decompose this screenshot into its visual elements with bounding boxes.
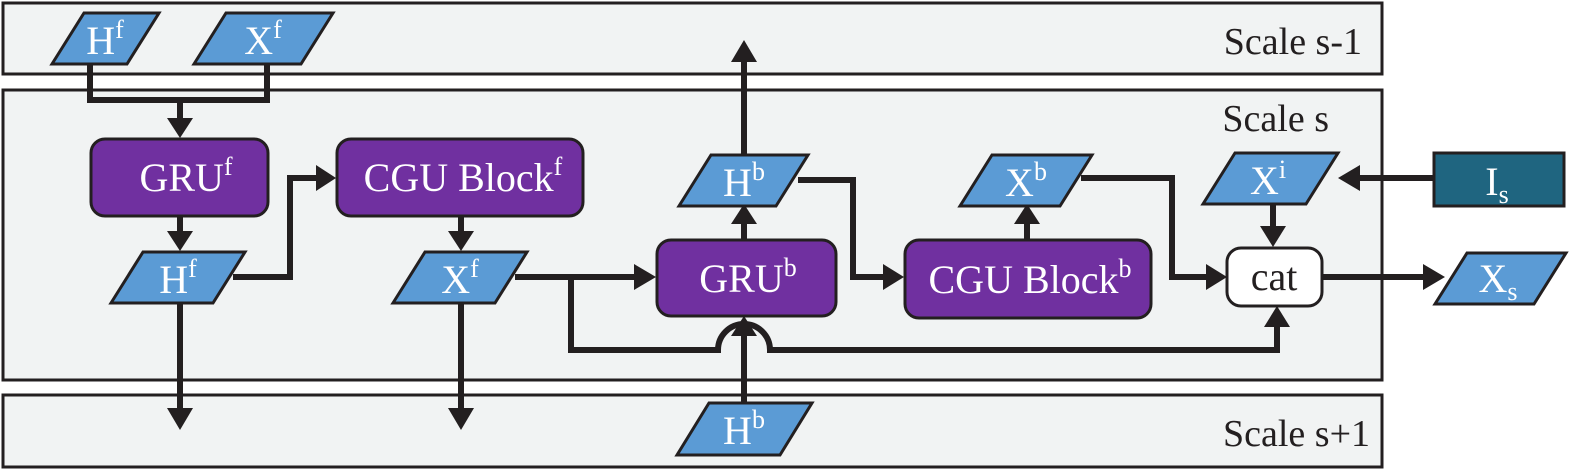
node-is: Is xyxy=(1432,151,1566,209)
node-hf-top: Hf xyxy=(49,11,162,66)
wire-hf-to-cgu-f xyxy=(233,175,318,280)
scale-current-panel xyxy=(1,88,1384,382)
svg-text:Hb: Hb xyxy=(723,405,765,453)
connections xyxy=(87,40,1445,430)
svg-text:Xi: Xi xyxy=(1250,155,1286,203)
arrowhead-cat-left xyxy=(1206,264,1227,290)
node-hb-bottom: Hb xyxy=(674,401,815,457)
svg-text:Xs: Xs xyxy=(1478,256,1517,306)
scale-prev-label: Scale s-1 xyxy=(1224,21,1362,63)
arrowhead-xs-in xyxy=(1423,264,1445,290)
svg-text:Is: Is xyxy=(1485,159,1508,209)
arrowhead-gru-b-in xyxy=(634,264,656,290)
arrowhead-cgu-b-in xyxy=(883,264,904,290)
svg-text:GRUf: GRUf xyxy=(139,152,232,200)
arrowhead-xi-in xyxy=(1338,165,1360,191)
node-xf-mid: Xf xyxy=(390,250,530,305)
arrowhead-xb-in xyxy=(1014,204,1040,224)
node-cgu-b: CGU Blockb xyxy=(903,238,1153,320)
svg-text:Xf: Xf xyxy=(244,15,282,63)
node-hf-mid: Hf xyxy=(108,250,248,305)
arrowhead-xf-down xyxy=(448,408,474,430)
wire-hb-to-cgu-b xyxy=(798,177,885,280)
wire-xb-to-cat xyxy=(1081,175,1208,280)
arrowhead-cat-bottom xyxy=(1264,306,1290,327)
arrowhead-hb-in xyxy=(731,204,757,224)
arrowhead-gru-b-bottom xyxy=(731,316,757,336)
arrowhead-gru-f-in xyxy=(167,118,193,138)
node-gru-f: GRUf xyxy=(89,137,270,218)
svg-text:Hf: Hf xyxy=(159,254,197,302)
svg-text:CGU Blockf: CGU Blockf xyxy=(364,152,563,200)
node-xb-mid: Xb xyxy=(957,153,1095,208)
svg-text:GRUb: GRUb xyxy=(699,253,796,301)
svg-text:CGU Blockb: CGU Blockb xyxy=(929,254,1132,302)
scale-current-label: Scale s xyxy=(1222,98,1329,140)
svg-text:Xf: Xf xyxy=(441,254,479,302)
scale-next-label: Scale s+1 xyxy=(1223,413,1370,455)
arrowhead-hb-up xyxy=(731,40,757,62)
svg-text:cat: cat xyxy=(1251,254,1298,299)
arrowhead-cat-top xyxy=(1260,226,1286,247)
svg-text:Hf: Hf xyxy=(86,15,124,63)
node-cgu-f: CGU Blockf xyxy=(335,137,585,218)
node-gru-b: GRUb xyxy=(655,238,838,318)
arrowhead-cgu-f-in xyxy=(316,165,336,191)
node-cat: cat xyxy=(1225,246,1324,308)
node-xi: Xi xyxy=(1200,151,1341,206)
svg-text:Hb: Hb xyxy=(723,157,765,205)
svg-text:Xb: Xb xyxy=(1005,157,1047,205)
node-hb-mid: Hb xyxy=(676,153,811,208)
arrowhead-hf-in xyxy=(167,231,193,251)
arrowhead-xf-in xyxy=(448,231,474,251)
node-xf-top: Xf xyxy=(191,11,336,66)
node-xs: Xs xyxy=(1432,251,1569,306)
arrowhead-hf-down xyxy=(167,408,193,430)
